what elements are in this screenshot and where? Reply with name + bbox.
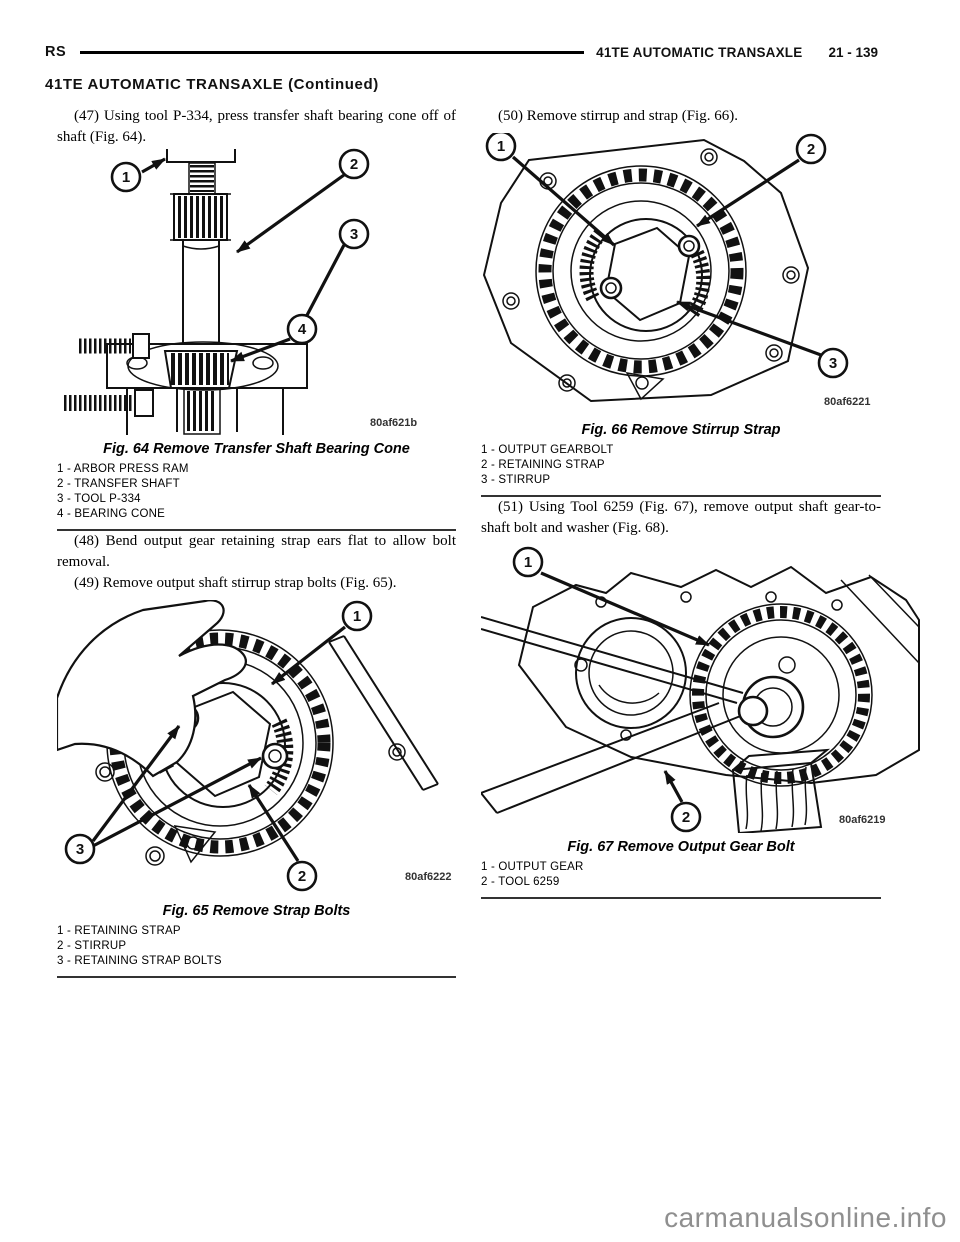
fig67-callout-1: 1 (512, 546, 710, 647)
fig64-callout-3: 3 (293, 218, 370, 339)
tool-fixture (106, 341, 308, 435)
legend-entry: 1 - ARBOR PRESS RAM (57, 463, 189, 475)
legend-entry: 2 - RETAINING STRAP (481, 459, 605, 471)
watermark: carmanualsonline.info (664, 1202, 947, 1233)
fig67-drawing: 1 2 80af6219 (481, 546, 920, 833)
fig64-drawing: 1 2 3 4 80af621b (64, 148, 417, 435)
legend-entry: 1 - RETAINING STRAP (57, 925, 181, 937)
svg-text:1: 1 (122, 169, 130, 186)
fig64-legend: 1 - ARBOR PRESS RAM 2 - TRANSFER SHAFT 3… (57, 462, 456, 531)
legend-entry: 2 - STIRRUP (57, 940, 127, 952)
fig66-callout-3: 3 (676, 300, 849, 379)
fig67-image-code: 80af6219 (839, 814, 886, 826)
legend-entry: 4 - BEARING CONE (57, 508, 165, 520)
fig64-callout-4: 4 (230, 313, 318, 363)
svg-text:3: 3 (76, 841, 84, 858)
svg-text:3: 3 (829, 355, 837, 372)
fig66-caption: Fig. 66 Remove Stirrup Strap (581, 422, 781, 438)
fig65-legend: 1 - RETAINING STRAP 2 - STIRRUP 3 - RETA… (57, 924, 456, 978)
fig66-legend: 1 - OUTPUT GEARBOLT 2 - RETAINING STRAP … (481, 443, 881, 497)
section-title: 41TE AUTOMATIC TRANSAXLE (596, 44, 803, 60)
fig66-drawing: 1 2 3 80af6221 (482, 133, 871, 408)
output-gear (689, 603, 873, 787)
step-47: (47) Using tool P-334, press transfer sh… (57, 108, 456, 145)
svg-text:1: 1 (524, 554, 532, 571)
fig65-drawing: 1 2 3 80af6222 (57, 600, 452, 892)
step-48: (48) Bend output gear retaining strap ea… (57, 533, 456, 570)
ring-gear (535, 165, 747, 377)
bearing-cone (163, 350, 239, 389)
svg-text:1: 1 (497, 138, 505, 155)
svg-text:2: 2 (682, 809, 690, 826)
step-51: (51) Using Tool 6259 (Fig. 67), remove o… (481, 499, 881, 536)
step-50: (50) Remove stirrup and strap (Fig. 66). (498, 108, 738, 124)
transfer-shaft (182, 240, 220, 344)
svg-text:2: 2 (298, 868, 306, 885)
fig66-image-code: 80af6221 (824, 396, 871, 408)
continued-heading: 41TE AUTOMATIC TRANSAXLE (Continued) (45, 76, 379, 93)
figure-67: 1 2 80af6219 (481, 545, 920, 833)
figure-66: 1 2 3 80af6221 (481, 133, 881, 416)
fig67-caption: Fig. 67 Remove Output Gear Bolt (567, 839, 795, 855)
legend-entry: 3 - TOOL P-334 (57, 493, 141, 505)
fig65-callout-3: 3 (64, 725, 262, 865)
wood-block (731, 748, 831, 833)
right-column: (50) Remove stirrup and strap (Fig. 66). (481, 106, 920, 899)
fig65-callout-2: 2 (247, 784, 318, 892)
press-ram (166, 149, 236, 163)
legend-entry: 3 - RETAINING STRAP BOLTS (57, 955, 222, 967)
fig66-callout-1: 1 (485, 133, 616, 247)
legend-entry: 3 - STIRRUP (481, 474, 551, 486)
threaded-rods (64, 333, 154, 417)
svg-text:2: 2 (807, 141, 815, 158)
gearbox-housing (482, 138, 810, 403)
page-header: RS 41TE AUTOMATIC TRANSAXLE 21 - 139 (45, 44, 878, 60)
legend-entry: 2 - TOOL 6259 (481, 876, 560, 888)
fig64-callout-1: 1 (110, 157, 166, 193)
hand-outline (57, 600, 247, 778)
figure-65: 1 2 3 80af6222 (57, 600, 456, 897)
page-number: 21 - 139 (828, 44, 878, 60)
svg-text:2: 2 (350, 156, 358, 173)
case-details (95, 762, 217, 866)
fig67-legend: 1 - OUTPUT GEAR 2 - TOOL 6259 (481, 860, 881, 899)
model-code: RS (45, 44, 67, 60)
legend-entry: 1 - OUTPUT GEAR (481, 861, 584, 873)
fig66-callout-2: 2 (696, 133, 827, 228)
svg-text:3: 3 (350, 226, 358, 243)
legend-entry: 2 - TRANSFER SHAFT (57, 478, 180, 490)
svg-text:1: 1 (353, 608, 361, 625)
fig67-callout-2: 2 (663, 770, 702, 833)
left-column: (47) Using tool P-334, press transfer sh… (57, 106, 456, 978)
fig64-caption: Fig. 64 Remove Transfer Shaft Bearing Co… (103, 441, 410, 457)
figure-64: 1 2 3 4 80af621b (57, 148, 456, 435)
step-49: (49) Remove output shaft stirrup strap b… (74, 575, 397, 591)
svg-text:4: 4 (298, 321, 307, 338)
fig64-callout-2: 2 (236, 148, 370, 254)
fig65-image-code: 80af6222 (405, 871, 452, 883)
header-rule (80, 51, 585, 54)
fig64-image-code: 80af621b (370, 417, 417, 429)
fig65-caption: Fig. 65 Remove Strap Bolts (162, 903, 351, 919)
flat-bar (328, 635, 439, 791)
legend-entry: 1 - OUTPUT GEARBOLT (481, 444, 614, 456)
stirrup-strap (579, 218, 711, 332)
fig65-callout-1: 1 (271, 600, 373, 686)
tool-6259-bars (481, 616, 769, 814)
